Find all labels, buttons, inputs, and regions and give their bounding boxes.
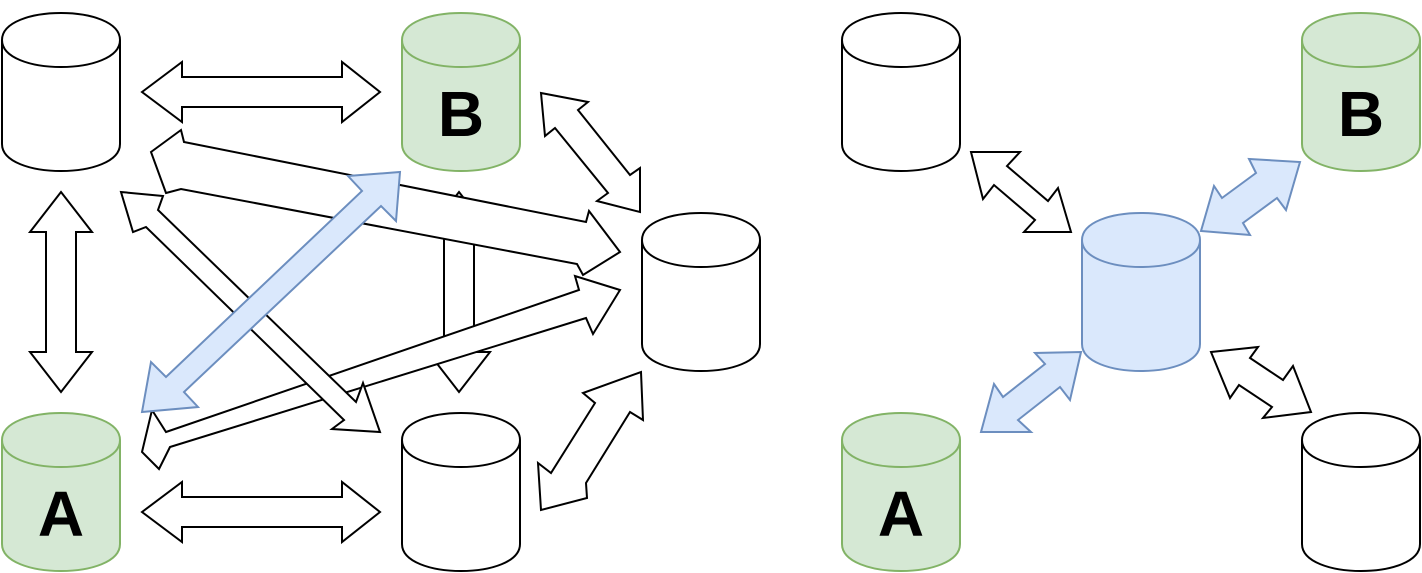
left-mesh-diagram: B A xyxy=(1,12,761,572)
arrow-hub-b-highlighted xyxy=(1199,157,1302,237)
db-left-a-label: A xyxy=(38,478,84,550)
db-left-a: A xyxy=(1,412,121,572)
right-arrows xyxy=(969,151,1313,433)
db-left-bottommid xyxy=(401,412,521,572)
arrow-a-b-highlighted xyxy=(140,170,402,414)
arrow-topleft-a xyxy=(27,190,95,394)
arrow-hub-bottomright xyxy=(1209,345,1313,420)
db-right-hub xyxy=(1081,212,1201,372)
db-left-b: B xyxy=(401,12,521,172)
arrow-topleft-b xyxy=(140,59,382,125)
db-right-a-label: A xyxy=(878,478,924,550)
db-right-b: B xyxy=(1301,12,1421,172)
arrow-bottommid-right xyxy=(536,370,645,512)
db-right-a: A xyxy=(841,412,961,572)
db-right-b-label: B xyxy=(1338,78,1384,150)
db-left-topleft xyxy=(1,12,121,172)
left-arrows xyxy=(27,59,645,545)
arrow-a-hub-highlighted xyxy=(979,350,1083,433)
db-left-b-label: B xyxy=(438,78,484,150)
arrow-a-right xyxy=(140,274,622,471)
arrow-b-right xyxy=(539,91,641,214)
right-hub-diagram: B A xyxy=(841,12,1421,572)
arrow-a-bottommid xyxy=(140,479,382,545)
arrow-topleft-hub xyxy=(969,151,1073,233)
db-right-bottomright xyxy=(1301,412,1421,572)
db-left-right xyxy=(641,212,761,372)
db-right-topleft xyxy=(841,12,961,172)
